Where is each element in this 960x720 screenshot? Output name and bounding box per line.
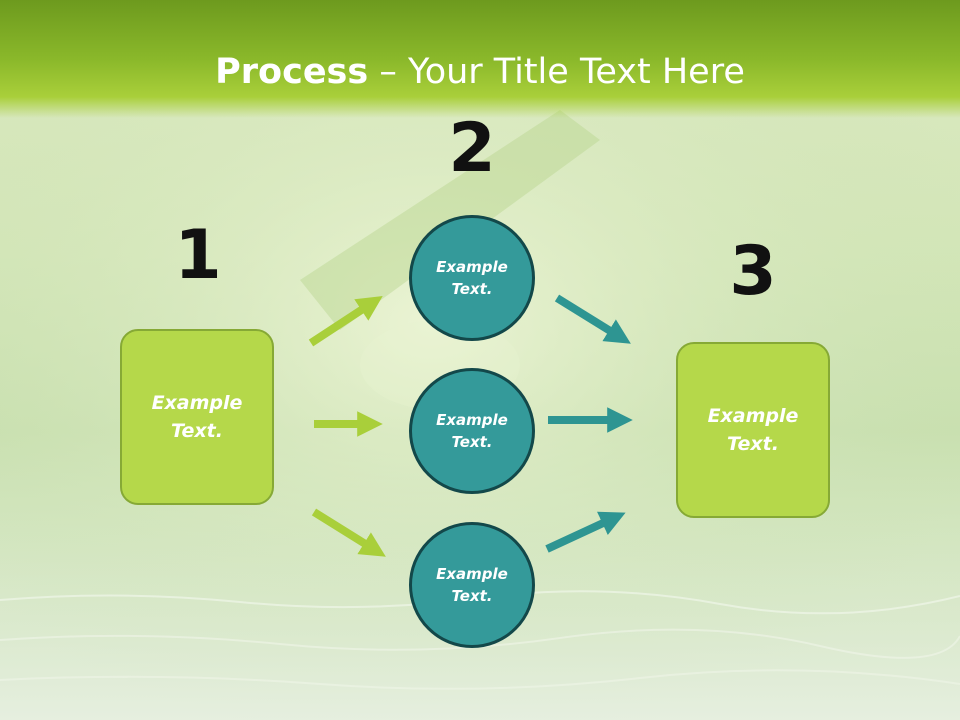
arrow-bottom-to-3 <box>545 511 626 553</box>
step-1-label-line1: Example <box>151 391 243 414</box>
slide-title-bold: Process <box>215 52 369 92</box>
circle-middle-line2: Text. <box>451 433 493 451</box>
step-3-label-line2: Text. <box>727 433 779 455</box>
step-3-box: Example Text. <box>676 342 830 518</box>
circle-middle: Example Text. <box>409 368 535 494</box>
step-number-3: 3 <box>729 232 777 311</box>
circle-top-line2: Text. <box>451 280 493 298</box>
slide-title: Process – Your Title Text Here <box>0 52 960 92</box>
arrow-1-to-bottom <box>311 508 386 557</box>
arrow-top-to-3 <box>554 294 631 344</box>
arrow-1-to-top <box>308 295 383 347</box>
step-1-box: Example Text. <box>120 329 274 505</box>
step-number-1: 1 <box>174 216 222 295</box>
slide-title-rest: – Your Title Text Here <box>368 52 745 92</box>
circle-bottom-line1: Example <box>436 564 508 583</box>
circle-top-line1: Example <box>436 257 508 276</box>
step-3-label-line1: Example <box>707 404 799 427</box>
circle-middle-line1: Example <box>436 410 508 429</box>
circle-bottom-line2: Text. <box>451 587 493 605</box>
circle-bottom: Example Text. <box>409 522 535 648</box>
step-1-label-line2: Text. <box>171 420 223 442</box>
circle-top: Example Text. <box>409 215 535 341</box>
step-number-2: 2 <box>448 109 496 188</box>
title-band <box>0 0 960 118</box>
